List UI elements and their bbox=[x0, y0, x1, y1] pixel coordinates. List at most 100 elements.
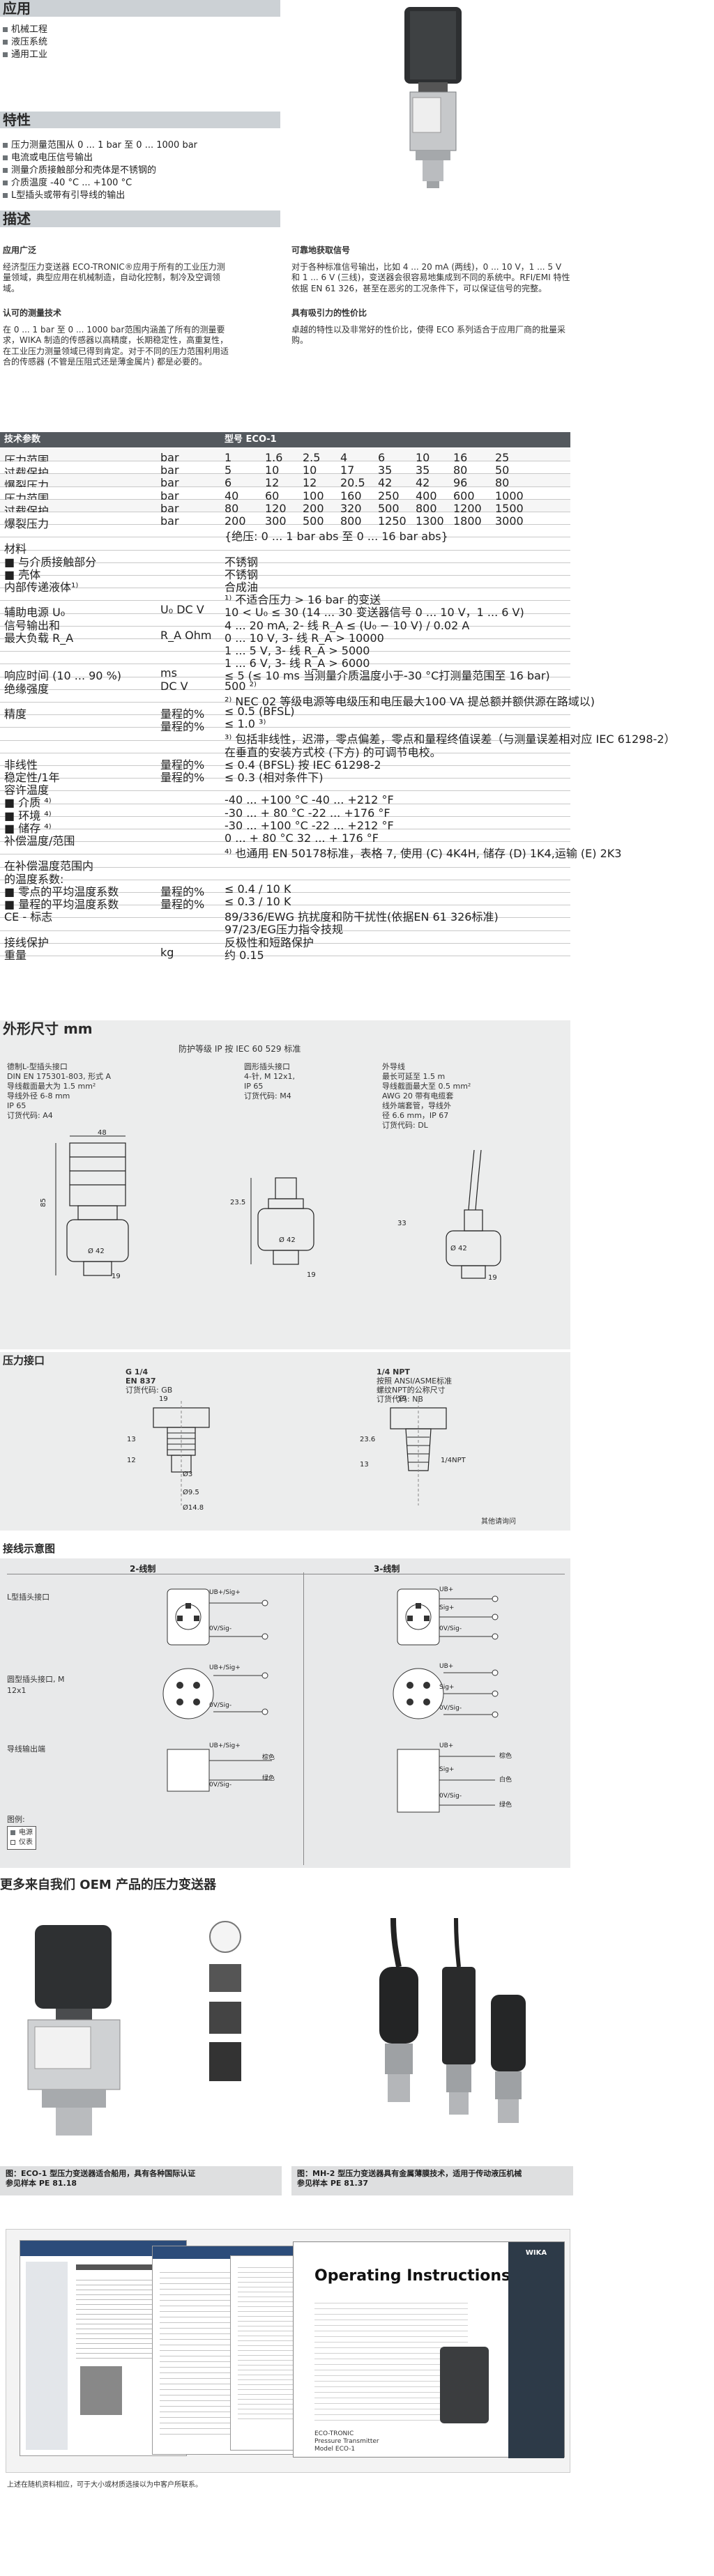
manual-brand: WIKA bbox=[525, 2249, 547, 2257]
spec-value: 1250 bbox=[378, 514, 407, 528]
conn-note: 其他请询问 bbox=[481, 1518, 516, 1526]
dim-label: 23.5 bbox=[230, 1199, 246, 1206]
section-title-wiring: 接线示意图 bbox=[0, 1540, 570, 1557]
spec-value: 25 bbox=[495, 451, 510, 464]
spec-value: 10 bbox=[416, 451, 430, 464]
dim-label: 19 bbox=[159, 1395, 168, 1403]
spec-text: ≤ 1.0 ³⁾ bbox=[225, 717, 266, 731]
spec-param: ■ 零点的平均温度系数 bbox=[4, 884, 119, 898]
spec-text: -30 ... + 80 °C -22 ... +176 °F bbox=[225, 806, 390, 820]
drawing-g14-thread bbox=[153, 1401, 210, 1505]
spec-unit: 量程的% bbox=[160, 884, 205, 898]
spec-header-right: 型号 ECO-1 bbox=[225, 434, 277, 445]
spec-text: 不锈钢 bbox=[225, 567, 259, 581]
spec-value: 35 bbox=[378, 463, 393, 477]
wire-color: 白色 bbox=[499, 1777, 512, 1784]
wiring-divider bbox=[303, 1572, 304, 1865]
spec-value: 300 bbox=[265, 514, 287, 528]
spec-param: 在补偿温度范围内 bbox=[4, 859, 94, 873]
wire-color: 棕色 bbox=[262, 1754, 275, 1761]
spec-value: 42 bbox=[378, 476, 393, 490]
spec-value: 40 bbox=[225, 489, 239, 503]
wire-label: 0V/Sig- bbox=[209, 1702, 232, 1709]
dim-label: Ø14.8 bbox=[183, 1504, 204, 1512]
spec-text: -40 ... +100 °C -40 ... +212 °F bbox=[225, 793, 394, 807]
wire-label: Sig+ bbox=[439, 1684, 455, 1691]
cert-badge-4 bbox=[209, 2042, 241, 2081]
product-mh2-photo bbox=[344, 1917, 561, 2141]
dim-label: 48 bbox=[98, 1129, 107, 1137]
application-list: 机械工程 液压系统 通用工业 bbox=[3, 24, 47, 61]
spec-param: ■ 量程的平均温度系数 bbox=[4, 898, 119, 911]
dim-label: Ø 42 bbox=[450, 1245, 467, 1252]
wiring-legend: 图例: 电源 仪表 bbox=[7, 1815, 36, 1850]
spec-unit: bar bbox=[160, 501, 179, 515]
spec-text: 4 ... 20 mA, 2- 线 R_A ≤ (U₀ − 10 V) / 0.… bbox=[225, 618, 470, 632]
spec-text: ³⁾ 包括非线性，迟滞，零点偏差，零点和量程终值误差（与测量误差相对应 IEC … bbox=[225, 733, 676, 746]
drawing-round-connector bbox=[250, 1177, 314, 1265]
list-item: 介质温度 -40 °C ... +100 °C bbox=[3, 177, 197, 190]
spec-value: 1500 bbox=[495, 501, 524, 515]
spec-text: 97/23/EG压力指令技规 bbox=[225, 923, 344, 937]
spec-unit: bar bbox=[160, 514, 179, 528]
spec-value: 200 bbox=[303, 501, 324, 515]
dim-label: Ø 42 bbox=[279, 1236, 296, 1244]
paragraph: 在 0 ... 1 bar 至 0 ... 1000 bar范围内涵盖了所有的测… bbox=[3, 324, 229, 367]
dim-label: 19 bbox=[488, 1274, 497, 1282]
spec-param: 接线保护 bbox=[4, 935, 50, 949]
wiring-l-3wire bbox=[397, 1588, 499, 1646]
caption-mh2: 图：MH-2 型压力变送器具有金属薄膜技术，适用于传动液压机械 参见样本 PE … bbox=[291, 2166, 573, 2195]
spec-unit: DC V bbox=[160, 679, 188, 693]
paragraph: 对于各种标准信号输出，比如 4 ... 20 mA (两线)，0 ... 10 … bbox=[291, 261, 570, 293]
spec-value: 6 bbox=[225, 476, 232, 490]
spec-row: ²⁾ NEC 02 等级电源等电级压和电压最大100 VA 提总额并额供源在路域… bbox=[0, 690, 595, 708]
spec-row: ■ 介质 ⁴⁾-40 ... +100 °C -40 ... +212 °F bbox=[0, 791, 570, 809]
spec-value: 1300 bbox=[416, 514, 444, 528]
spec-unit: bar bbox=[160, 463, 179, 477]
description-left: 应用广泛 经济型压力变送器 ECO-TRONIC®应用于所有的工业压力测量领域，… bbox=[3, 245, 233, 368]
spec-text: ²⁾ NEC 02 等级电源等电级压和电压最大100 VA 提总额并额供源在路域… bbox=[225, 694, 595, 708]
spec-text: 10 < U₀ ≤ 30 (14 ... 30 变送器信号 0 ... 10 V… bbox=[225, 606, 524, 620]
spec-text: 在垂直的安装方式校 (下方) 的可调节电校。 bbox=[225, 745, 441, 759]
wiring-col-2wire: 2-线制 bbox=[130, 1564, 156, 1574]
wiring-cable-2wire bbox=[167, 1749, 272, 1792]
spec-row: ■ 环境 ⁴⁾-30 ... + 80 °C -22 ... +176 °F bbox=[0, 804, 570, 822]
spec-value: 5 bbox=[225, 463, 232, 477]
wire-label: 0V/Sig- bbox=[439, 1625, 462, 1632]
subheading: 具有吸引力的性价比 bbox=[291, 308, 367, 318]
spec-text: ⁴⁾ 也通用 EN 50178标准，表格 7, 使用 (C) 4K4H, 储存 … bbox=[225, 847, 622, 861]
wiring-m12-3wire bbox=[393, 1668, 499, 1719]
spec-unit: ms bbox=[160, 666, 177, 680]
spec-row: 接线保护反极性和短路保护 bbox=[0, 931, 570, 949]
dim-label: Ø9.5 bbox=[183, 1489, 199, 1496]
spec-table-header: 技术参数 型号 ECO-1 bbox=[0, 432, 570, 447]
spec-row: 在垂直的安装方式校 (下方) 的可调节电校。 bbox=[0, 741, 570, 759]
spec-value: 250 bbox=[378, 489, 400, 503]
dim-label: 85 bbox=[39, 1198, 47, 1207]
spec-unit: 量程的% bbox=[160, 898, 205, 911]
wire-label: 0V/Sig- bbox=[439, 1705, 462, 1712]
spec-value: 96 bbox=[453, 476, 468, 490]
spec-value: 80 bbox=[225, 501, 239, 515]
list-item: 压力测量范围从 0 ... 1 bar 至 0 ... 1000 bar bbox=[3, 139, 197, 152]
spec-value: 600 bbox=[453, 489, 475, 503]
list-item: 机械工程 bbox=[3, 24, 47, 36]
manual-banner: Operating Instructions bbox=[314, 2267, 511, 2285]
spec-unit: bar bbox=[160, 489, 179, 503]
wire-label: Sig+ bbox=[439, 1604, 455, 1611]
spec-value: 6 bbox=[378, 451, 386, 464]
list-item: 液压系统 bbox=[3, 36, 47, 49]
dim-label: 19 bbox=[112, 1273, 121, 1280]
spec-param: 的温度系数: bbox=[4, 872, 64, 886]
spec-param: 非线性 bbox=[4, 758, 38, 772]
wire-label: UB+/Sig+ bbox=[209, 1664, 241, 1671]
dim-label: 19 bbox=[307, 1271, 316, 1279]
spec-row: ⁴⁾ 也通用 EN 50178标准，表格 7, 使用 (C) 4K4H, 储存 … bbox=[0, 842, 621, 860]
wiring-l-2wire bbox=[167, 1588, 268, 1646]
spec-row: 稳定性/1年量程的%≤ 0.3 (相对条件下) bbox=[0, 766, 570, 784]
